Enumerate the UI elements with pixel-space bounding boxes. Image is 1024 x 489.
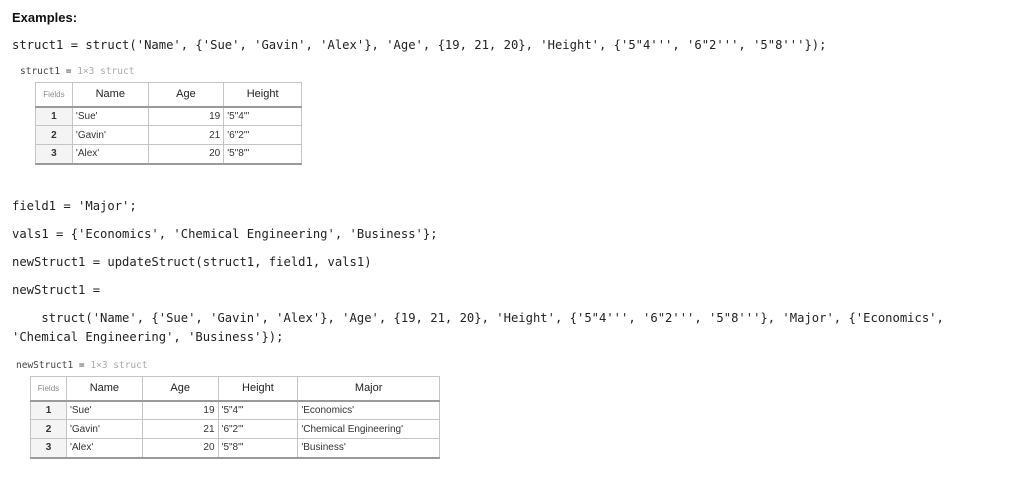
major-cell: 'Chemical Engineering' (297, 419, 440, 439)
row-index: 2 (30, 419, 67, 439)
name-cell: 'Gavin' (65, 419, 143, 439)
newstruct1-variable-label: newStruct1 = 1×3 struct (16, 360, 148, 371)
column-header-age: Age (147, 82, 225, 108)
fields-header: Fields (35, 82, 73, 108)
fields-header: Fields (30, 376, 67, 402)
table-row: 2 'Gavin' 21 '6"2"' 'Chemical Engineerin… (30, 419, 440, 439)
code-line-output-label: newStruct1 = (12, 283, 101, 297)
row-index: 1 (30, 400, 67, 420)
table-row: 1 'Sue' 19 '5"4"' 'Economics' (30, 400, 440, 420)
row-index: 2 (35, 125, 73, 145)
age-cell: 20 (147, 144, 225, 165)
height-cell: '5"8"' (217, 438, 299, 459)
column-header-name: Name (65, 376, 143, 402)
column-header-name: Name (71, 82, 149, 108)
major-cell: 'Economics' (297, 400, 440, 420)
size-label: 1×3 struct (77, 66, 135, 77)
age-cell: 19 (147, 106, 225, 126)
equals-sign: = (73, 360, 91, 371)
variable-name: newStruct1 (16, 360, 74, 371)
column-header-height: Height (217, 376, 299, 402)
height-cell: '5"8"' (223, 144, 302, 165)
name-cell: 'Sue' (65, 400, 143, 420)
code-line-update-struct: newStruct1 = updateStruct(struct1, field… (12, 255, 372, 269)
size-label: 1×3 struct (90, 360, 148, 371)
code-line-field1: field1 = 'Major'; (12, 199, 137, 213)
column-header-height: Height (223, 82, 302, 108)
major-cell: 'Business' (297, 438, 440, 459)
name-cell: 'Gavin' (71, 125, 149, 145)
age-cell: 19 (141, 400, 219, 420)
table-row: 3 'Alex' 20 '5"8"' 'Business' (30, 438, 440, 459)
table-row: 3 'Alex' 20 '5"8"' (35, 144, 302, 165)
table-row: 2 'Gavin' 21 '6"2"' (35, 125, 302, 145)
column-header-major: Major (297, 376, 440, 402)
name-cell: 'Alex' (71, 144, 149, 165)
name-cell: 'Alex' (65, 438, 143, 459)
height-cell: '5"4"' (217, 400, 299, 420)
examples-heading: Examples: (12, 10, 78, 25)
height-cell: '6"2"' (217, 419, 299, 439)
row-index: 3 (35, 144, 73, 165)
equals-sign: = (60, 66, 78, 77)
row-index: 1 (35, 106, 73, 126)
table-row: 1 'Sue' 19 '5"4"' (35, 106, 302, 126)
height-cell: '6"2"' (223, 125, 302, 145)
name-cell: 'Sue' (71, 106, 149, 126)
column-header-age: Age (141, 376, 219, 402)
variable-name: struct1 (20, 66, 61, 77)
age-cell: 21 (141, 419, 219, 439)
code-line-output-struct: struct('Name', {'Sue', 'Gavin', 'Alex'},… (12, 311, 944, 325)
height-cell: '5"4"' (223, 106, 302, 126)
code-line-vals1: vals1 = {'Economics', 'Chemical Engineer… (12, 227, 438, 241)
struct1-table: Fields Name Age Height 1 'Sue' 19 '5"4"'… (35, 82, 302, 165)
row-index: 3 (30, 438, 67, 459)
newstruct1-table: Fields Name Age Height Major 1 'Sue' 19 … (30, 376, 440, 459)
code-line-output-struct-cont: 'Chemical Engineering', 'Business'}); (12, 330, 284, 344)
code-line-struct1: struct1 = struct('Name', {'Sue', 'Gavin'… (12, 38, 827, 52)
struct1-variable-label: struct1 = 1×3 struct (20, 66, 134, 77)
age-cell: 21 (147, 125, 225, 145)
age-cell: 20 (141, 438, 219, 459)
